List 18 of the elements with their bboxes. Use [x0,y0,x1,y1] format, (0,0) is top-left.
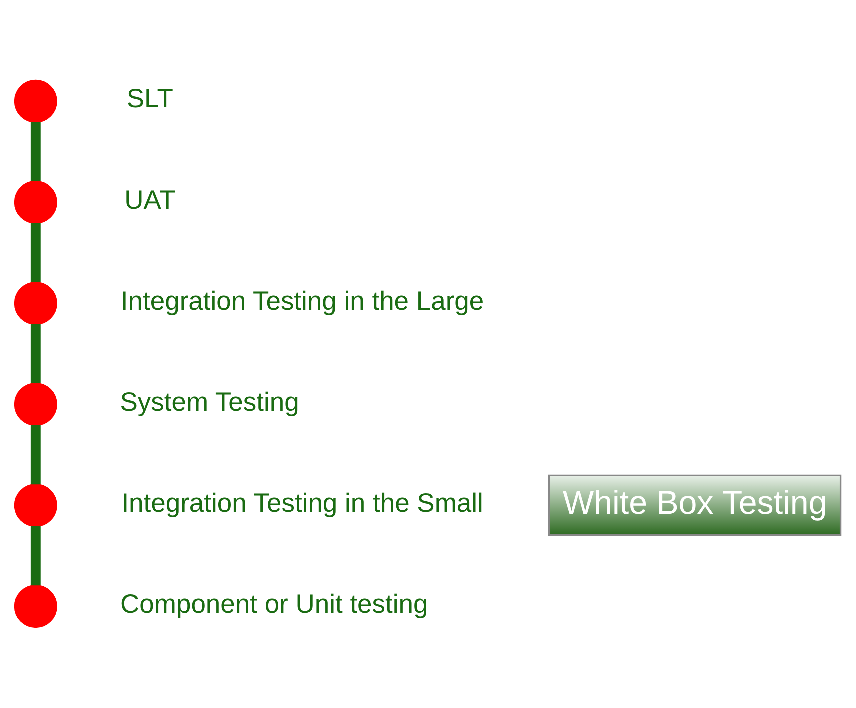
node-label: Integration Testing in the Large [120,286,484,316]
node-circle [14,382,58,426]
connector [30,526,41,586]
connector [30,122,41,182]
connector [30,425,41,485]
node-label: SLT [126,84,174,114]
node-label: Integration Testing in the Small [122,488,484,518]
node-label: Component or Unit testing [120,588,428,619]
node-label: UAT [124,184,176,215]
node-circle [14,180,58,224]
node-label: System Testing [120,386,300,417]
connector [30,223,41,283]
node-circle [14,585,58,628]
connector [30,324,41,384]
label: White Box Testing [562,484,828,522]
node-circle [14,484,58,528]
node-circle [14,282,58,326]
node-circle [14,80,58,123]
